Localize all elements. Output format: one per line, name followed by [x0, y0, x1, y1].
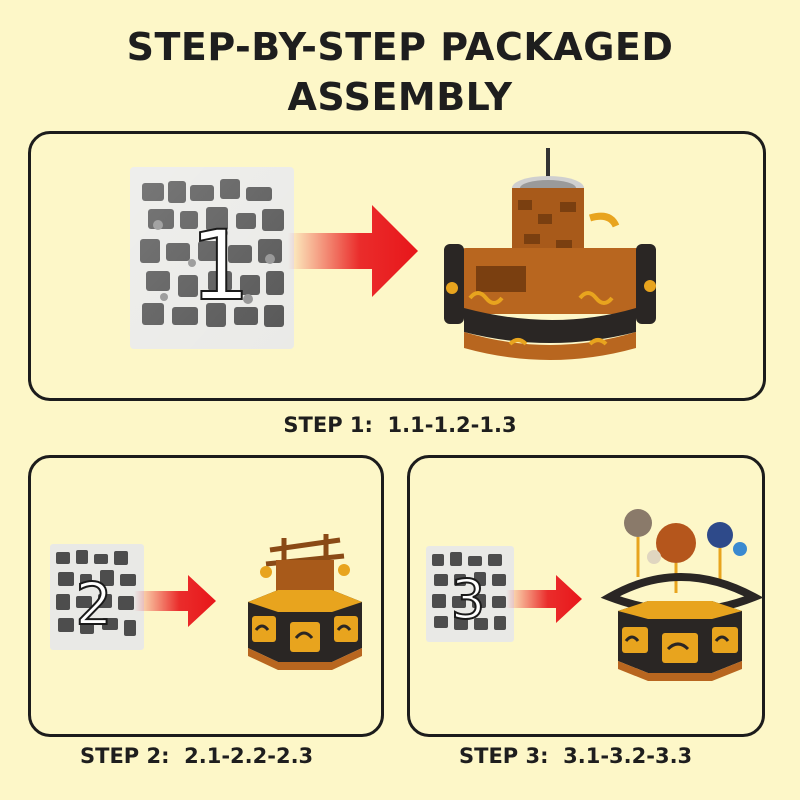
red-arrow-icon — [288, 205, 418, 297]
parts-bag-icon: 1 — [130, 167, 294, 349]
red-arrow-icon — [506, 575, 582, 623]
brick-model-image — [444, 148, 656, 360]
parts-bag-icon: 3 — [426, 546, 514, 642]
step-1-caption: STEP 1: 1.1-1.2-1.3 — [283, 413, 517, 437]
bag-number-1: 1 — [189, 210, 250, 322]
parts-bag-icon: 2 — [50, 544, 144, 650]
bag-number-2: 2 — [76, 570, 113, 638]
brick-model-image — [248, 534, 362, 670]
title-line-1: STEP-BY-STEP PACKAGED — [126, 25, 674, 69]
page-title: STEP-BY-STEP PACKAGED ASSEMBLY — [0, 22, 800, 122]
title-line-2: ASSEMBLY — [287, 75, 513, 119]
step-2-caption: STEP 2: 2.1-2.2-2.3 — [80, 744, 314, 768]
brick-model-image — [600, 509, 764, 681]
red-arrow-icon — [134, 575, 216, 627]
bag-number-3: 3 — [451, 568, 485, 631]
step-3-caption: STEP 3: 3.1-3.2-3.3 — [459, 744, 693, 768]
